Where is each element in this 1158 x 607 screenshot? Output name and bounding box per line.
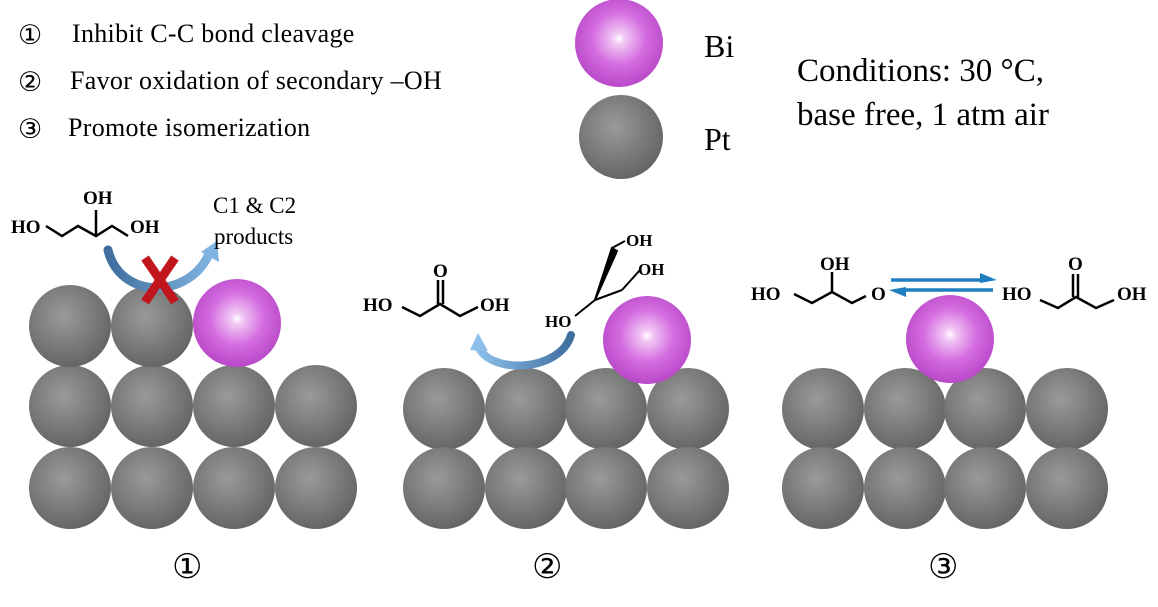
ads2-oh-top: OH [626, 231, 652, 250]
bi-label: Bi [704, 28, 734, 64]
pt-label: Pt [704, 121, 731, 157]
bi-atom [906, 295, 994, 383]
reverse-arrow-head [889, 287, 906, 297]
pt-atom [1026, 447, 1108, 529]
mol1-oh-top: OH [83, 188, 113, 209]
pt-atom [782, 368, 864, 450]
pt-atom [485, 447, 567, 529]
pt-lattice-1 [29, 285, 357, 529]
legend-text-3: Promote isomerization [68, 113, 310, 142]
pt-atom [111, 285, 193, 367]
dha2-ho: HO [363, 295, 393, 316]
glycerol-molecule-1 [45, 210, 129, 238]
bi-atom [193, 279, 281, 367]
glycerol-backbone [45, 224, 129, 238]
ads-wedge [594, 246, 619, 301]
gla-backbone [793, 290, 867, 305]
dha3-ho: HO [1002, 284, 1032, 305]
panel-3: OH HO O O HO OH ③ [751, 254, 1147, 587]
ads-bond [611, 240, 626, 249]
bi-atom [603, 296, 691, 384]
bi-atom-key [575, 0, 663, 87]
pt-atom [29, 365, 111, 447]
pt-atom [193, 365, 275, 447]
forward-arrow-head [980, 273, 997, 283]
pt-atom [29, 285, 111, 367]
oxidation-curve-arrow [474, 331, 575, 370]
pt-atom [647, 368, 729, 450]
glycerol-bond [78, 216, 96, 226]
pt-atom [782, 447, 864, 529]
pt-atom [111, 447, 193, 529]
pt-atom [647, 447, 729, 529]
legend-num-3: ③ [18, 114, 42, 145]
gla3-ho: HO [751, 284, 781, 305]
legend-num-1: ① [18, 20, 42, 51]
pt-atom-key [579, 95, 663, 179]
legend-text-1: Inhibit C-C bond cleavage [72, 19, 355, 48]
pt-atom [403, 368, 485, 450]
dha2-oh: OH [480, 295, 510, 316]
panel-2: O HO OH OH OH HO ② [363, 231, 729, 587]
conditions-line-1: Conditions: 30 °C, [797, 53, 1044, 89]
pt-atom [1026, 368, 1108, 450]
products-label-line-2: products [214, 224, 293, 249]
legend-text-2: Favor oxidation of secondary –OH [70, 66, 442, 95]
pt-atom [111, 365, 193, 447]
pt-atom [864, 368, 946, 450]
panel-1-number: ① [172, 547, 202, 587]
products-label-line-1: C1 & C2 [213, 193, 296, 218]
ads-bond [621, 269, 641, 291]
atom-key: Bi Pt [575, 0, 734, 179]
ads-bond [574, 299, 596, 317]
gla3-oh: OH [820, 254, 850, 275]
pt-atom [944, 447, 1026, 529]
pt-atom [485, 368, 567, 450]
panel-2-number: ② [532, 547, 562, 587]
pt-atom [403, 447, 485, 529]
pt-atom [944, 368, 1026, 450]
mol1-oh-right: OH [130, 217, 160, 238]
adsorbed-glycerol-2 [574, 240, 641, 317]
conditions: Conditions: 30 °C, base free, 1 atm air [797, 53, 1049, 133]
dha3-backbone [1039, 295, 1115, 310]
pt-atom [193, 447, 275, 529]
cleavage-arrow-head [201, 241, 219, 262]
ads2-oh-mid: OH [638, 260, 664, 279]
dha3-o: O [1068, 254, 1083, 275]
mol1-ho-left: HO [11, 217, 41, 238]
panel-3-number: ③ [928, 547, 958, 587]
dha-molecule-2 [401, 280, 479, 318]
ads2-ho: HO [545, 312, 571, 331]
ads-bond [594, 289, 623, 301]
pt-atom [275, 365, 357, 447]
equilibrium-arrows [889, 273, 997, 297]
dha2-o: O [433, 261, 448, 282]
pt-atom [864, 447, 946, 529]
oxidation-arrow-head [470, 333, 488, 351]
pt-atom [565, 447, 647, 529]
glyceraldehyde-molecule-3 [793, 272, 867, 305]
pt-lattice-2 [403, 368, 729, 529]
panel-1: OH HO OH C1 & C2 products ① [11, 188, 357, 587]
conditions-line-2: base free, 1 atm air [797, 97, 1049, 133]
pt-atom [565, 368, 647, 450]
dha-backbone [401, 302, 479, 318]
cross-mark [141, 255, 179, 305]
pt-lattice-3 [782, 368, 1108, 529]
dha3-oh: OH [1117, 284, 1147, 305]
gla3-o: O [871, 284, 886, 305]
pt-atom [275, 447, 357, 529]
dha-molecule-3 [1039, 274, 1115, 310]
legend-num-2: ② [18, 67, 42, 98]
legend: ① Inhibit C-C bond cleavage ② Favor oxid… [18, 19, 442, 145]
pt-atom [29, 447, 111, 529]
